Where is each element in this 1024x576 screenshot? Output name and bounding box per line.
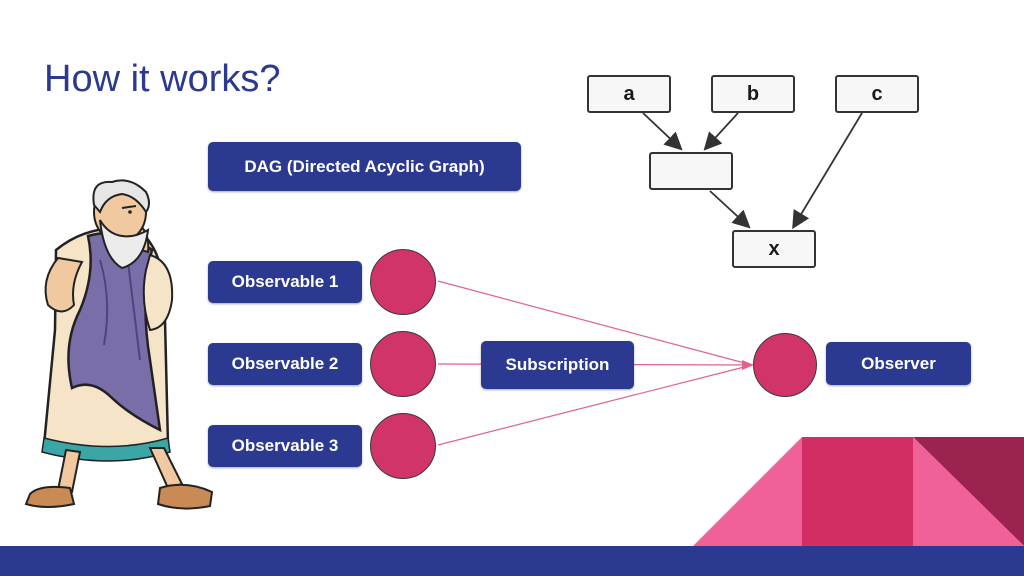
observer-label: Observer — [826, 342, 971, 385]
observable-1-circle — [370, 249, 436, 315]
dag-node-intermediate — [649, 152, 733, 190]
observer-circle — [753, 333, 817, 397]
edge-c-x — [792, 112, 863, 230]
dag-node-c: c — [835, 75, 919, 113]
dag-node-x: x — [732, 230, 816, 268]
page-title: How it works? — [44, 58, 281, 100]
observable-3-label: Observable 3 — [208, 425, 362, 467]
subscription-label: Subscription — [481, 341, 634, 389]
observable-2-circle — [370, 331, 436, 397]
observable-2-label: Observable 2 — [208, 343, 362, 385]
observable-1-label: Observable 1 — [208, 261, 362, 303]
dag-label: DAG (Directed Acyclic Graph) — [208, 142, 521, 191]
observable-3-circle — [370, 413, 436, 479]
edge-mid-x — [709, 190, 751, 229]
line-observable-1 — [437, 280, 753, 366]
edge-b-mid — [703, 112, 739, 151]
dag-node-b: b — [711, 75, 795, 113]
connection-arrowhead — [742, 360, 754, 370]
footer-bar — [0, 546, 1024, 576]
dag-node-a: a — [587, 75, 671, 113]
edge-a-mid — [642, 112, 683, 151]
line-observable-3 — [437, 364, 753, 446]
